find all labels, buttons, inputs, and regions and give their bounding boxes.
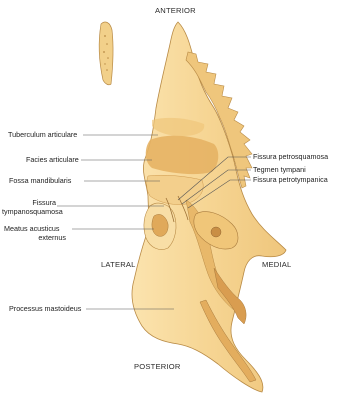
label-fossa-mandibularis: Fossa mandibularis bbox=[9, 177, 71, 186]
orientation-medial: MEDIAL bbox=[262, 260, 291, 269]
foramen bbox=[211, 227, 221, 237]
label-tuberculum-articulare: Tuberculum articulare bbox=[8, 131, 77, 140]
orientation-anterior: ANTERIOR bbox=[155, 6, 196, 15]
label-fissura-petrosquamosa: Fissura petrosquamosa bbox=[253, 153, 328, 162]
label-meatus-acusticus-line2: externus bbox=[26, 234, 66, 243]
label-fissura-tympanosquamosa-line2: tympanosquamosa bbox=[2, 208, 63, 217]
orientation-lateral: LATERAL bbox=[101, 260, 136, 269]
label-facies-articulare: Facies articulare bbox=[26, 156, 79, 165]
zygomatic-process bbox=[99, 22, 113, 85]
articular-surface bbox=[146, 136, 219, 174]
label-tegmen-tympani: Tegmen tympani bbox=[253, 166, 306, 175]
label-fissura-petrotympanica: Fissura petrotympanica bbox=[253, 176, 328, 185]
label-processus-mastoideus: Processus mastoideus bbox=[9, 305, 81, 314]
orientation-posterior: POSTERIOR bbox=[134, 362, 181, 371]
